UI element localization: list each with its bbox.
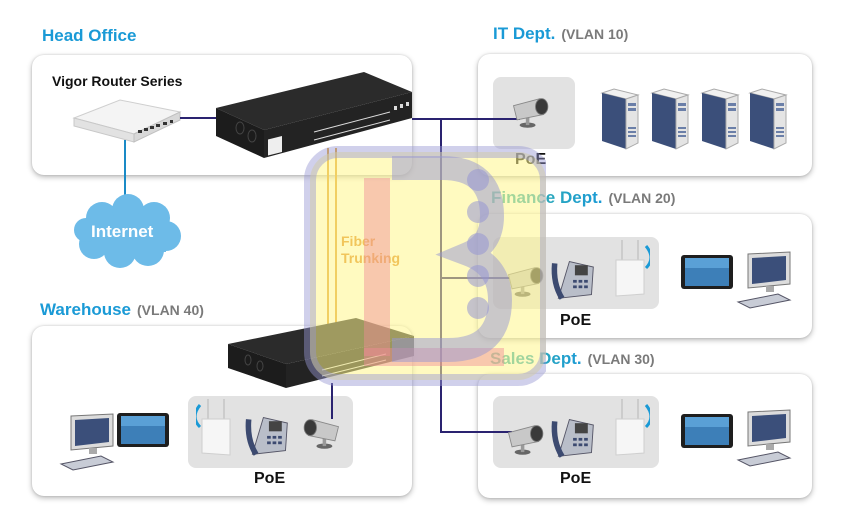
it-poe-label: PoE xyxy=(515,151,547,168)
sales-link xyxy=(440,431,512,433)
sales-dept-title: Sales Dept.(VLAN 30) xyxy=(490,349,655,368)
finance-phone-icon xyxy=(550,256,598,302)
sales-camera-icon xyxy=(505,420,549,456)
finance-poe-label: PoE xyxy=(560,312,592,329)
warehouse-camera-link xyxy=(331,383,333,419)
finance-link xyxy=(440,277,512,279)
router-to-switch-link xyxy=(180,117,220,119)
core-to-it-link xyxy=(412,118,520,120)
sales-tablet-icon xyxy=(680,413,734,449)
vigor-router-icon xyxy=(72,96,182,144)
finance-pc-icon xyxy=(732,250,796,310)
head-office-title: Head Office xyxy=(42,26,137,45)
finance-access-point-icon xyxy=(610,233,650,303)
it-server-2-icon xyxy=(650,87,690,151)
finance-tablet-icon xyxy=(680,254,734,290)
sales-access-point-icon xyxy=(610,392,650,462)
it-server-3-icon xyxy=(700,87,740,151)
warehouse-poe-label: PoE xyxy=(254,470,286,487)
it-dept-title: IT Dept.(VLAN 10) xyxy=(493,24,629,43)
internet-link xyxy=(124,140,126,198)
finance-dept-title: Finance Dept.(VLAN 20) xyxy=(491,188,676,207)
fiber-trunk-line-1 xyxy=(327,148,329,328)
vertical-dept-trunk xyxy=(440,118,442,432)
sales-poe-label: PoE xyxy=(560,470,592,487)
finance-camera-icon xyxy=(505,262,549,298)
fiber-trunk-line-2 xyxy=(335,148,337,328)
sales-pc-icon xyxy=(732,408,796,468)
warehouse-camera-icon xyxy=(298,414,342,450)
internet-label: Internet xyxy=(91,222,154,241)
core-switch-icon xyxy=(214,70,414,162)
warehouse-phone-icon xyxy=(244,412,292,458)
it-server-4-icon xyxy=(748,87,788,151)
it-camera-icon xyxy=(510,93,554,129)
warehouse-title: Warehouse(VLAN 40) xyxy=(40,300,204,319)
router-series-label: Vigor Router Series xyxy=(52,73,183,89)
warehouse-switch-icon xyxy=(226,316,416,390)
warehouse-access-point-icon xyxy=(196,392,236,462)
warehouse-tablet-icon xyxy=(116,412,170,448)
warehouse-pc-icon xyxy=(55,412,119,472)
fiber-trunking-label: Fiber Trunking xyxy=(341,233,401,266)
it-server-1-icon xyxy=(600,87,640,151)
internet-cloud-icon xyxy=(72,194,184,268)
sales-phone-icon xyxy=(550,414,598,460)
